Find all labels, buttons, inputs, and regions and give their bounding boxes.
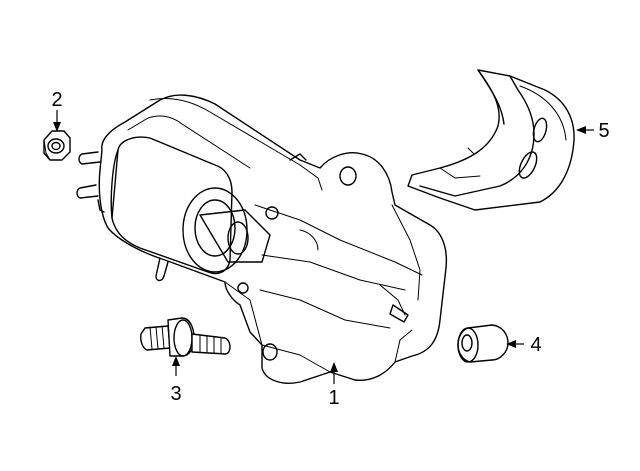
nut-part <box>43 130 71 161</box>
heat-shield-slot-upper <box>532 117 548 143</box>
flange-bolt-hole-top <box>339 166 357 186</box>
callout-2: 2 <box>51 89 63 132</box>
callout-3: 3 <box>170 356 182 405</box>
spacer-body <box>457 324 509 363</box>
nut-body <box>43 130 71 161</box>
stud-bolt-shank <box>191 333 231 355</box>
heat-shield-body <box>407 69 575 211</box>
callout-label-5: 5 <box>598 120 609 142</box>
stud-bolt-part <box>140 317 231 357</box>
housing-hole <box>265 206 279 220</box>
spacer-part <box>457 324 509 363</box>
callout-label-4: 4 <box>530 334 541 356</box>
callout-5: 5 <box>576 120 610 142</box>
starter-foot <box>155 257 169 282</box>
terminal-stud-lower <box>76 184 99 199</box>
callout-1: 1 <box>328 362 340 409</box>
stud-bolt-threaded-end <box>140 325 171 351</box>
solenoid-body <box>111 136 233 275</box>
callout-label-3: 3 <box>170 383 181 405</box>
terminal-stud-upper <box>78 151 101 165</box>
callout-4: 4 <box>506 334 542 356</box>
starter-motor-part <box>76 94 448 384</box>
flange-bolt-hole-bottom <box>262 343 278 361</box>
callout-label-1: 1 <box>328 387 339 409</box>
heat-shield-part <box>407 69 575 211</box>
heat-shield-slot-lower <box>518 151 538 179</box>
callout-label-2: 2 <box>51 89 62 111</box>
